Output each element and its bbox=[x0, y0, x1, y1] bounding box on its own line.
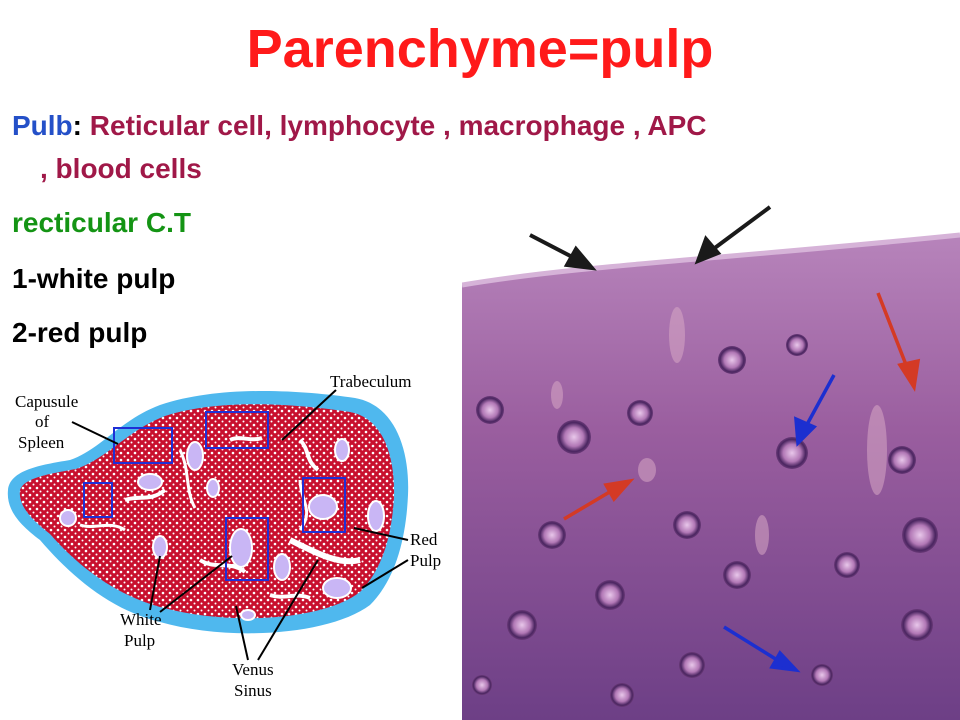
white-pulp-nodule bbox=[229, 528, 253, 568]
pulb-description-line1: Reticular cell, lymphocyte , macrophage … bbox=[82, 110, 707, 141]
tissue-section bbox=[462, 235, 960, 720]
white-pulp-nodule bbox=[273, 553, 291, 581]
label-trabeculum: Trabeculum bbox=[330, 372, 412, 391]
slide-title: Parenchyme=pulp bbox=[246, 19, 714, 79]
pulb-colon: : bbox=[72, 110, 82, 141]
label-capsule: Capusule bbox=[15, 392, 78, 411]
highlight-box bbox=[113, 427, 173, 464]
highlight-box bbox=[83, 482, 113, 518]
trabecula bbox=[298, 438, 320, 472]
white-pulp-nodule bbox=[367, 500, 385, 532]
red-arrow bbox=[563, 292, 921, 521]
label-capsule: Spleen bbox=[18, 433, 65, 452]
white-pulp-nodule bbox=[240, 609, 256, 621]
label-venus-sinus: Sinus bbox=[234, 681, 272, 700]
pulb-description-line2: , blood cells bbox=[40, 153, 202, 184]
white-pulp-nodules bbox=[472, 334, 938, 707]
pulb-line: Pulb: Reticular cell, lymphocyte , macro… bbox=[12, 110, 707, 142]
black-arrow bbox=[529, 205, 772, 271]
reticular-ct-text: recticular C.T bbox=[12, 207, 191, 238]
white-pulp-item: 1-white pulp bbox=[12, 263, 176, 294]
label-red-pulp: Pulp bbox=[410, 551, 441, 570]
trabecula bbox=[269, 593, 311, 600]
highlight-box bbox=[205, 411, 269, 449]
label-venus-sinus: Venus bbox=[232, 660, 274, 679]
red-pulp-item: 2-red pulp bbox=[12, 317, 148, 348]
label-red-pulp: Red bbox=[410, 530, 438, 549]
spleen-micrograph bbox=[462, 205, 960, 720]
label-capsule: of bbox=[35, 412, 50, 431]
trabecula bbox=[178, 449, 197, 509]
highlight-box bbox=[225, 517, 269, 581]
white-pulp-nodule bbox=[152, 535, 168, 559]
trabecula bbox=[79, 523, 126, 532]
trabecula bbox=[288, 537, 361, 565]
blue-arrow bbox=[723, 374, 836, 673]
white-pulp-nodule bbox=[59, 509, 77, 527]
white-pulp-nodule bbox=[137, 473, 163, 491]
trabecula bbox=[124, 488, 167, 502]
label-white-pulp: White bbox=[120, 610, 162, 629]
white-pulp-nodule bbox=[206, 478, 220, 498]
highlight-box bbox=[302, 477, 346, 533]
white-pulp-nodule bbox=[186, 441, 204, 471]
spleen-diagram: Capusule of Spleen Trabeculum Red Pulp W… bbox=[7, 372, 441, 700]
white-pulp-nodule bbox=[334, 438, 350, 462]
capsule-edge bbox=[462, 232, 960, 288]
white-pulp-nodule bbox=[322, 577, 352, 599]
white-pulp-nodule bbox=[308, 494, 338, 520]
trabecula bbox=[198, 558, 247, 574]
label-white-pulp: Pulp bbox=[124, 631, 155, 650]
pulb-keyword: Pulb bbox=[12, 110, 73, 141]
trabecula bbox=[229, 436, 263, 442]
